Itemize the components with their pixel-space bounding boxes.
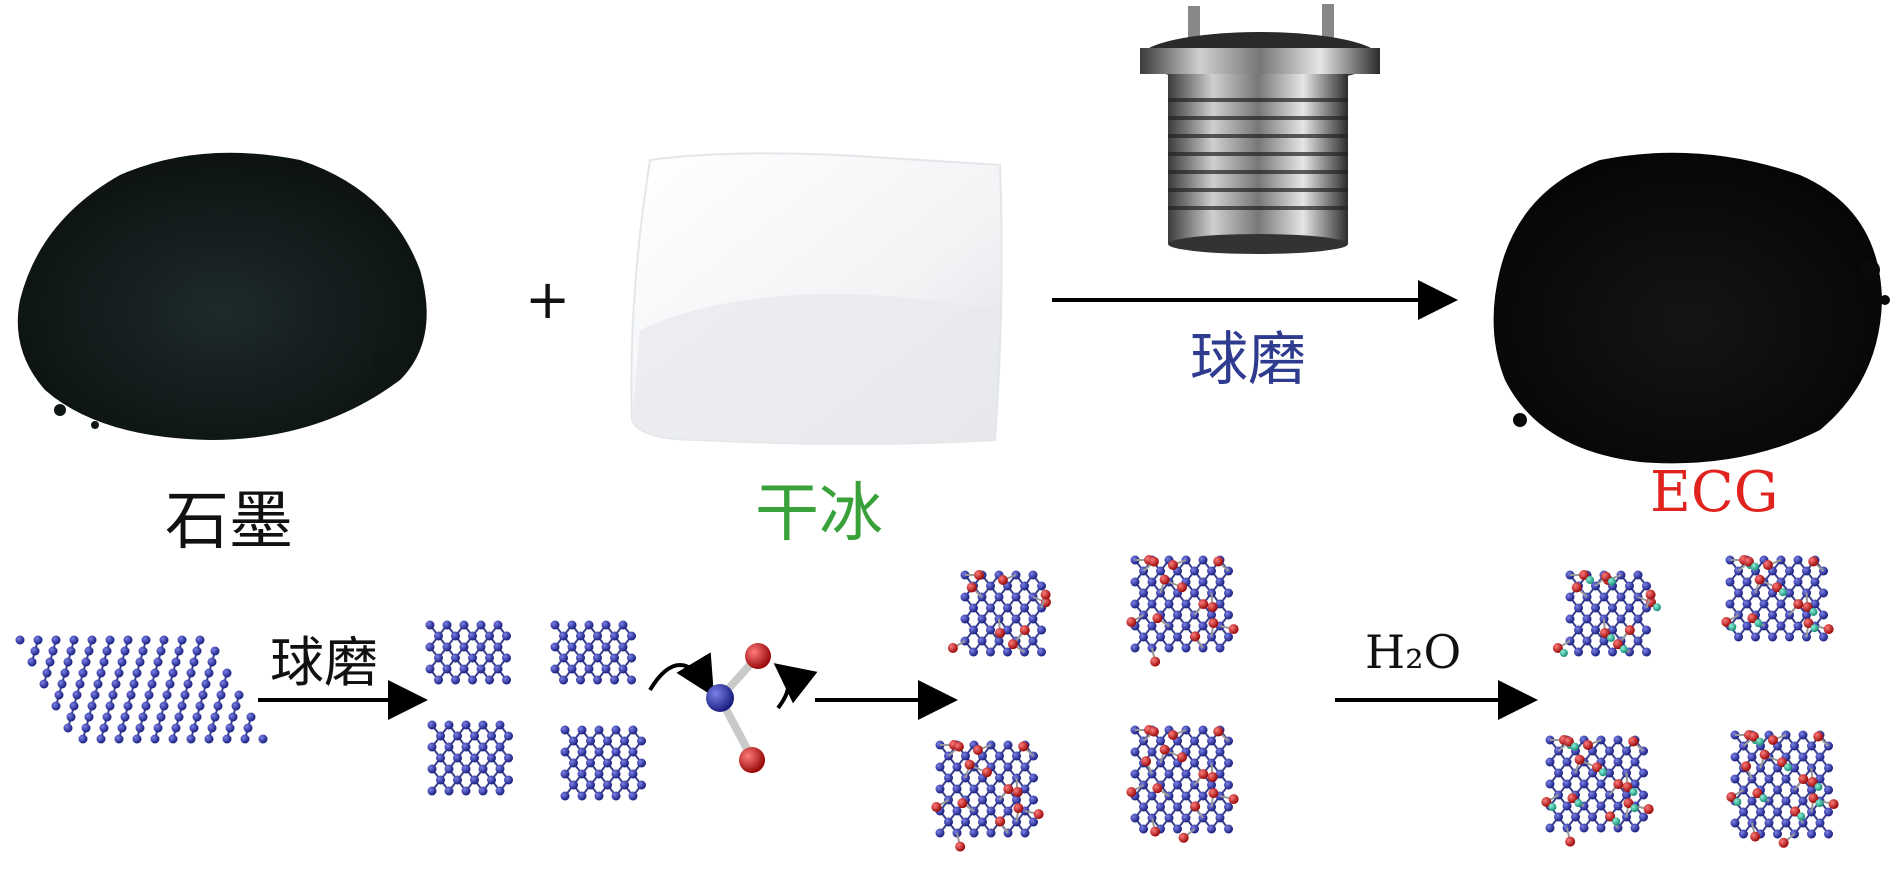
graphite-powder-icon	[17, 152, 427, 440]
ecg-powder-icon	[1493, 152, 1890, 464]
plus-sign: +	[525, 268, 570, 331]
hydrolyzed-fragments	[1541, 555, 1839, 848]
graphite-label: 石墨	[165, 485, 293, 559]
ecg-label: ECG	[1650, 460, 1779, 525]
carboxylated-fragments	[931, 555, 1239, 852]
water-label: H₂O	[1365, 625, 1462, 679]
graphene-fragments	[425, 620, 646, 801]
dry-ice-block-icon	[630, 152, 1003, 445]
graphene-sheet-icon	[15, 635, 268, 744]
ball-mill-jar-icon	[1140, 4, 1380, 254]
co2-molecule-icon	[648, 643, 818, 773]
ball-milling-label-top: 球磨	[1190, 325, 1307, 393]
dry-ice-label: 干冰	[755, 477, 883, 551]
ball-milling-label-bottom: 球磨	[270, 631, 378, 694]
